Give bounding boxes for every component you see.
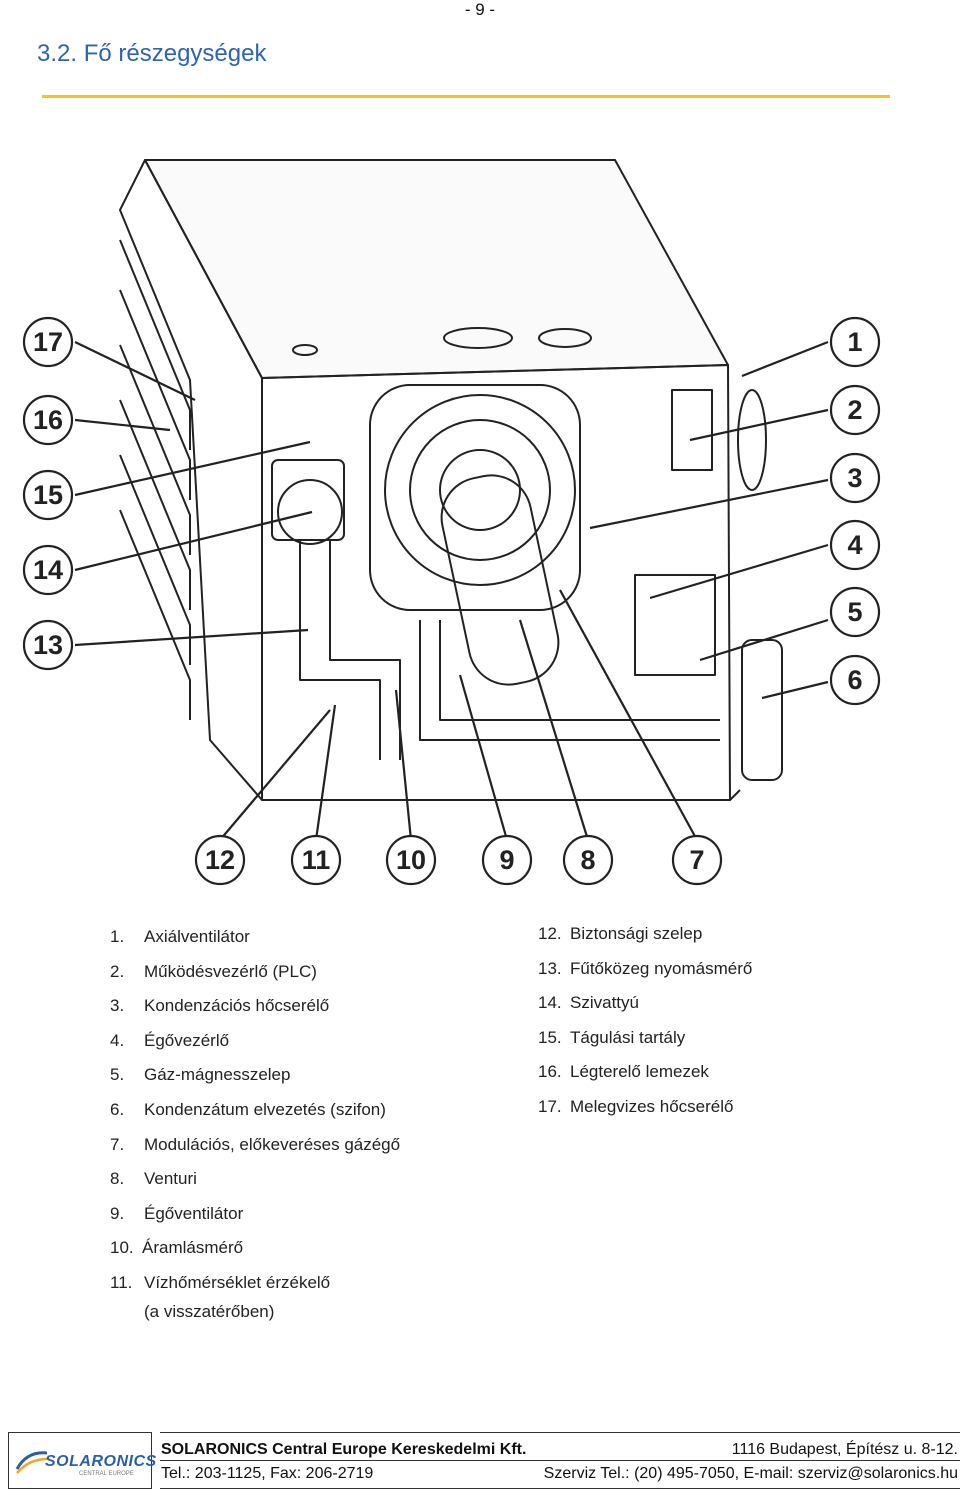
- legend-number: 16.: [538, 1062, 562, 1082]
- legend-item: 6. Kondenzátum elvezetés (szifon): [110, 1093, 400, 1128]
- callout-14: 14: [33, 555, 63, 585]
- page-number: - 9 -: [464, 0, 496, 19]
- title-divider: [42, 95, 890, 98]
- callout-9: 9: [499, 845, 514, 875]
- logo-tagline: CENTRAL EUROPE: [79, 1471, 134, 1477]
- legend-label: Áramlásmérő: [142, 1238, 244, 1258]
- legend-number: 10.: [110, 1238, 134, 1258]
- footer-address: 1116 Budapest, Építész u. 8-12.: [731, 1441, 958, 1458]
- legend-item: 12. Biztonsági szelep: [538, 917, 752, 952]
- callout-6: 6: [847, 665, 862, 695]
- footer-rule-middle: [160, 1460, 960, 1461]
- legend-label: Légterelő lemezek: [570, 1062, 709, 1082]
- legend-label: Gáz-mágnesszelep: [144, 1065, 291, 1085]
- callout-15: 15: [33, 480, 63, 510]
- legend-number: 14.: [538, 993, 562, 1013]
- legend-item: 11. Vízhőmérséklet érzékelő: [110, 1266, 400, 1301]
- callout-11: 11: [302, 845, 331, 875]
- legend-label: Fűtőközeg nyomásmérő: [570, 958, 753, 978]
- logo-swoosh-icon: [15, 1451, 48, 1474]
- legend-left: 1. Axiálventilátor 2. Működésvezérlő (PLC)…: [110, 920, 400, 1327]
- legend-number: 13.: [538, 958, 562, 978]
- footer-rule-top: [160, 1432, 960, 1433]
- legend-number: 6.: [110, 1099, 125, 1119]
- unit-diagram: 1 2 3 4 5 6 7 8 9 10 11 12 13 14 15 16 1…: [0, 120, 960, 900]
- legend-number: 15.: [538, 1027, 562, 1047]
- legend-item: 10. Áramlásmérő: [110, 1231, 400, 1266]
- legend-label: Kondenzációs hőcserélő: [144, 996, 330, 1016]
- legend-label: Axiálventilátor: [144, 927, 250, 946]
- legend-item: 14. Szivattyú: [538, 986, 752, 1021]
- legend-right: 12. Biztonsági szelep 13. Fűtőközeg nyomás…: [538, 917, 752, 1125]
- legend-item: 15. Tágulási tartály: [538, 1021, 752, 1056]
- legend-item: 2. Működésvezérlő (PLC): [110, 955, 400, 990]
- legend-number: 5.: [110, 1065, 125, 1085]
- callout-8: 8: [580, 845, 595, 875]
- legend-number: 1.: [110, 927, 125, 946]
- legend-number: 8.: [110, 1169, 125, 1189]
- callout-17: 17: [33, 327, 63, 357]
- callout-2: 2: [847, 395, 862, 425]
- legend-label: Venturi: [144, 1169, 197, 1189]
- legend-label: Kondenzátum elvezetés (szifon): [144, 1099, 386, 1119]
- legend-number: 17.: [538, 1096, 562, 1116]
- callout-10: 10: [396, 845, 426, 875]
- unit-drawing: 1 2 3 4 5 6 7 8 9 10 11 12 13 14 15 16 1…: [22, 159, 881, 886]
- legend-item: 13. Fűtőközeg nyomásmérő: [538, 952, 752, 987]
- callout-7: 7: [689, 845, 704, 875]
- legend-number: 12.: [538, 924, 562, 943]
- legend-label: Tágulási tartály: [570, 1027, 686, 1047]
- legend-item: 17. Melegvizes hőcserélő: [538, 1090, 752, 1125]
- callout-13: 13: [33, 630, 63, 660]
- callout-circles: [22, 316, 881, 886]
- legend-number: 11.: [110, 1272, 133, 1292]
- legend-label: Égővezérlő: [144, 1030, 230, 1050]
- section-title: 3.2. Fő részegységek: [37, 40, 267, 67]
- legend-item: 4. Égővezérlő: [110, 1024, 400, 1059]
- legend-item: 8. Venturi: [110, 1162, 400, 1197]
- legend-label: Vízhőmérséklet érzékelő: [144, 1272, 331, 1292]
- legend-number: 2.: [110, 961, 125, 981]
- legend-label: Működésvezérlő (PLC): [144, 961, 317, 981]
- footer-phone: Tel.: 203-1125, Fax: 206-2719: [161, 1465, 374, 1482]
- callout-16: 16: [33, 405, 63, 435]
- legend-item: 9. Égőventilátor: [110, 1197, 400, 1232]
- callout-4: 4: [847, 530, 862, 560]
- legend-item: 5. Gáz-mágnesszelep: [110, 1058, 400, 1093]
- legend-number: 9.: [110, 1203, 125, 1223]
- legend-item: 16. Légterelő lemezek: [538, 1055, 752, 1090]
- legend-label: Szivattyú: [570, 993, 639, 1013]
- legend-label: Modulációs, előkeveréses gázégő: [144, 1134, 401, 1154]
- callout-leaders: [74, 340, 829, 841]
- callout-3: 3: [847, 463, 862, 493]
- legend-item: 7. Modulációs, előkeveréses gázégő: [110, 1128, 400, 1163]
- unit-outline: [119, 159, 783, 801]
- footer-company: SOLARONICS Central Europe Kereskedelmi K…: [161, 1441, 527, 1458]
- page-footer: SOLARONICS CENTRAL EUROPE SOLARONICS Cen…: [8, 1432, 960, 1489]
- callout-1: 1: [847, 327, 862, 357]
- footer-service-contact: Szerviz Tel.: (20) 495-7050, E-mail: sze…: [543, 1465, 958, 1482]
- legend-item: 1. Axiálventilátor: [110, 920, 400, 955]
- company-logo: SOLARONICS CENTRAL EUROPE: [8, 1432, 156, 1489]
- legend-label-continuation: (a visszatérőben): [144, 1301, 275, 1321]
- logo-wordmark: SOLARONICS: [45, 1453, 157, 1470]
- legend-item: 3. Kondenzációs hőcserélő: [110, 989, 400, 1024]
- callout-5: 5: [847, 597, 862, 627]
- legend-label: Biztonsági szelep: [570, 924, 703, 943]
- callout-12: 12: [205, 845, 235, 875]
- legend-label: Égőventilátor: [144, 1203, 244, 1223]
- legend-number: 3.: [110, 996, 125, 1016]
- legend-number: 7.: [110, 1134, 125, 1154]
- legend-label: Melegvizes hőcserélő: [570, 1096, 734, 1116]
- legend-number: 4.: [110, 1030, 125, 1050]
